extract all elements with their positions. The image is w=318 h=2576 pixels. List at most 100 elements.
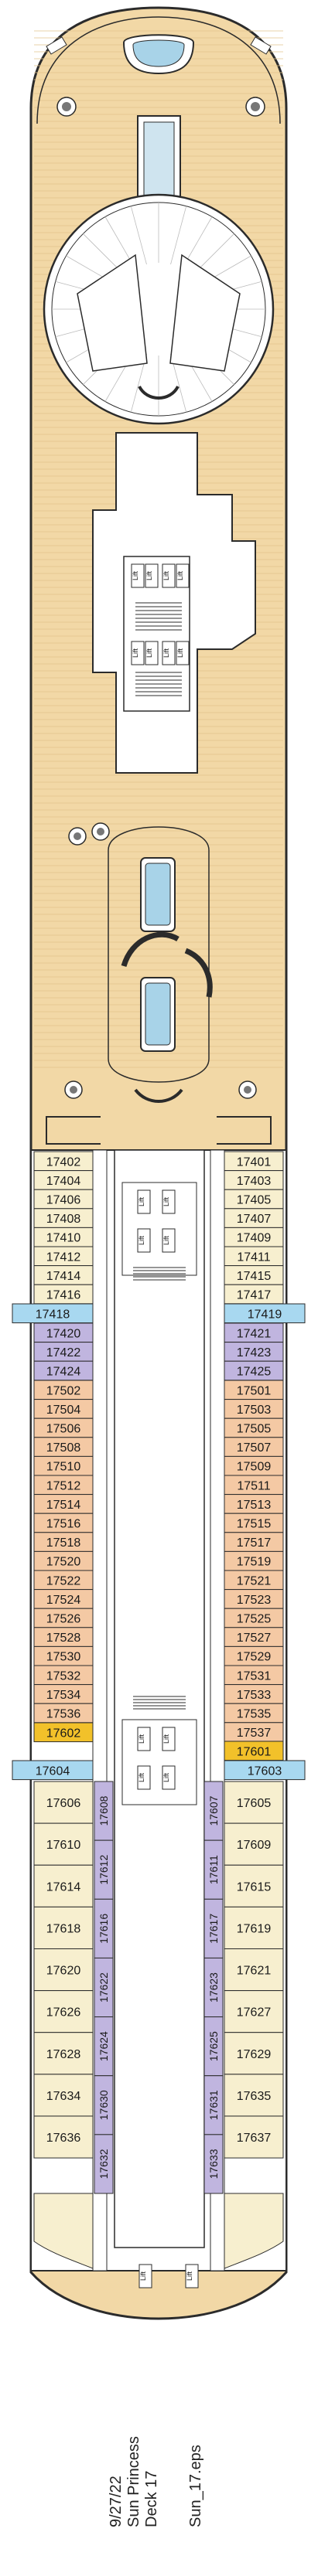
lift-label: Lift bbox=[162, 571, 170, 581]
cabin-number: 17601 bbox=[237, 1745, 272, 1758]
cabin-17414 bbox=[33, 1265, 94, 1285]
cabin-number: 17423 bbox=[237, 1346, 272, 1359]
cabin-17603 bbox=[224, 1760, 306, 1781]
cabin-number: 17537 bbox=[237, 1727, 272, 1740]
cabin-number: 17618 bbox=[46, 1922, 81, 1935]
cabin-17531 bbox=[224, 1665, 284, 1686]
cabin-17520 bbox=[33, 1550, 94, 1571]
cabin-17503 bbox=[224, 1399, 284, 1419]
caption-deck: Deck 17 bbox=[143, 2470, 160, 2527]
cabin-number: 17520 bbox=[46, 1556, 81, 1569]
deck-light-center bbox=[97, 828, 104, 835]
lift-label: Lift bbox=[162, 1734, 170, 1744]
cabin-number: 17621 bbox=[237, 1965, 272, 1978]
cabin-17635 bbox=[224, 2074, 284, 2117]
cabin-17537 bbox=[224, 1722, 284, 1742]
cabin-number: 17414 bbox=[46, 1270, 81, 1283]
aft-terrace-port bbox=[46, 1116, 101, 1145]
cabin-17408 bbox=[33, 1208, 94, 1228]
central-atrium bbox=[114, 1149, 205, 2248]
lift-label: Lift bbox=[132, 648, 139, 658]
cabin-number: 17402 bbox=[46, 1155, 81, 1169]
cabin-number: 17508 bbox=[46, 1441, 81, 1455]
cabin-number: 17511 bbox=[237, 1479, 270, 1492]
cabin-17610 bbox=[33, 1822, 94, 1866]
cabin-17404 bbox=[33, 1170, 94, 1190]
cabin-17534 bbox=[33, 1684, 94, 1704]
cabin-number: 17615 bbox=[237, 1880, 272, 1894]
lift-label: Lift bbox=[145, 571, 153, 581]
cabin-17419 bbox=[224, 1303, 306, 1324]
cabin-17620 bbox=[33, 1948, 94, 1992]
dome-rib bbox=[170, 206, 187, 265]
cabin-number: 17535 bbox=[237, 1708, 272, 1721]
cabin-17609 bbox=[224, 1822, 284, 1866]
cabin-number: 17411 bbox=[237, 1251, 270, 1264]
cabin-17523 bbox=[224, 1589, 284, 1609]
lido-bar-arc bbox=[121, 931, 180, 968]
lift-shaft bbox=[131, 641, 145, 665]
cabin-17417 bbox=[224, 1284, 284, 1305]
cabin-number: 17510 bbox=[46, 1461, 81, 1474]
cabin-17633 bbox=[203, 2134, 224, 2194]
lido-pool-aft bbox=[145, 982, 171, 1046]
cabin-number: 17634 bbox=[46, 2090, 81, 2103]
cabin-17611 bbox=[203, 1839, 224, 1900]
cabin-number: 17408 bbox=[46, 1213, 81, 1226]
cabin-17634 bbox=[33, 2074, 94, 2117]
cabin-number: 17418 bbox=[36, 1308, 70, 1321]
cabin-number: 17404 bbox=[46, 1175, 81, 1188]
cabin-17614 bbox=[33, 1864, 94, 1907]
lift-shaft bbox=[176, 641, 190, 665]
dome-rib bbox=[130, 206, 147, 265]
cabin-17518 bbox=[33, 1532, 94, 1552]
cabin-number: 17425 bbox=[237, 1366, 272, 1379]
cabin-number: 17522 bbox=[46, 1574, 81, 1587]
cabin-number: 17507 bbox=[237, 1441, 272, 1455]
cabin-number: 17536 bbox=[46, 1708, 81, 1721]
lift-label: Lift bbox=[162, 1773, 170, 1783]
cabin-17501 bbox=[224, 1380, 284, 1400]
cabin-17423 bbox=[224, 1342, 284, 1362]
caption-file: Sun_17.eps bbox=[187, 2445, 204, 2527]
cabin-number: 17629 bbox=[237, 2048, 272, 2061]
cabin-17637 bbox=[224, 2115, 284, 2159]
lift-shaft bbox=[145, 563, 159, 588]
cabin-17602 bbox=[33, 1722, 94, 1743]
cabin-number: 17504 bbox=[46, 1404, 81, 1417]
cabin-17424 bbox=[33, 1360, 94, 1381]
cabin-number: 17517 bbox=[237, 1536, 272, 1550]
cabin-number: 17636 bbox=[46, 2132, 81, 2145]
cabin-number: 17605 bbox=[237, 1797, 272, 1810]
cabin-number: 17525 bbox=[237, 1613, 272, 1626]
lift-label: Lift bbox=[176, 648, 184, 658]
deck-light-center bbox=[74, 832, 81, 840]
cabin-number: 17409 bbox=[237, 1232, 272, 1245]
cabin-17421 bbox=[224, 1322, 284, 1343]
cabin-number: 17424 bbox=[46, 1366, 81, 1379]
cabin-number: 17633 bbox=[207, 2149, 220, 2179]
cabin-17418 bbox=[12, 1303, 94, 1324]
cabin-number: 17530 bbox=[46, 1651, 81, 1664]
cabin-17514 bbox=[33, 1494, 94, 1514]
lift-shaft bbox=[162, 1727, 176, 1751]
cabin-17420 bbox=[33, 1322, 94, 1343]
cabin-17519 bbox=[224, 1550, 284, 1571]
cabin-number: 17637 bbox=[237, 2132, 272, 2145]
cabin-number: 17533 bbox=[237, 1689, 272, 1702]
cabin-17623 bbox=[203, 1957, 224, 2018]
cabin-number: 17630 bbox=[97, 2090, 110, 2120]
lift-label: Lift bbox=[145, 648, 153, 658]
dome-seating-stbd bbox=[169, 254, 241, 372]
aft-terrace-stbd bbox=[217, 1116, 272, 1145]
cabin-number: 17604 bbox=[36, 1764, 70, 1778]
cabin-17401 bbox=[224, 1151, 284, 1172]
cabin-17607 bbox=[203, 1781, 224, 1841]
cabin-number: 17620 bbox=[46, 1965, 81, 1978]
lift-label: Lift bbox=[132, 571, 139, 581]
lift-label: Lift bbox=[138, 1734, 145, 1744]
stern-port-deck bbox=[33, 2193, 94, 2269]
cabin-number: 17416 bbox=[46, 1289, 81, 1302]
cabin-number: 17528 bbox=[46, 1632, 81, 1645]
